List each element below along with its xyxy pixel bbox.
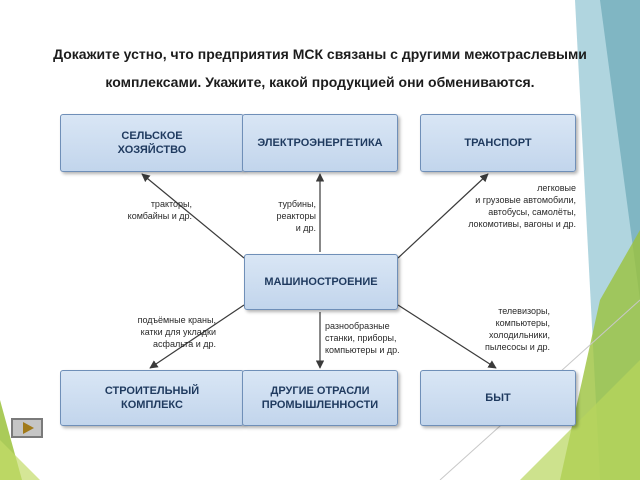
node-construction: СТРОИТЕЛЬНЫЙ КОМПЛЕКС (60, 370, 244, 426)
arrow-to-construction (149, 304, 245, 369)
arrow-to-home (397, 304, 497, 369)
play-button[interactable] (11, 418, 43, 438)
label-industry-products: разнообразные станки, приборы, компьютер… (325, 321, 400, 355)
title-line-2: комплексами. Укажите, какой продукцией о… (105, 74, 535, 90)
arrow-to-transport (397, 173, 489, 259)
label-household-products: телевизоры, компьютеры, холодильники, пы… (485, 306, 550, 352)
node-household: БЫТ (420, 370, 576, 426)
label-construction-products: подъёмные краны, катки для укладки асфал… (137, 315, 216, 349)
title-line-1: Докажите устно, что предприятия МСК связ… (53, 46, 587, 62)
label-energy-products: турбины, реакторы и др. (276, 199, 316, 233)
node-electric-power: ЭЛЕКТРОЭНЕРГЕТИКА (242, 114, 398, 172)
play-icon (23, 422, 34, 434)
label-transport-products: легковые и грузовые автомобили, автобусы… (468, 183, 576, 229)
node-other-industries: ДРУГИЕ ОТРАСЛИ ПРОМЫШЛЕННОСТИ (242, 370, 398, 426)
page-title: Докажите устно, что предприятия МСК связ… (20, 40, 620, 96)
arrow-to-agri (141, 173, 245, 259)
label-agri-products: тракторы, комбайны и др. (127, 199, 192, 221)
node-agriculture: СЕЛЬСКОЕ ХОЗЯЙСТВО (60, 114, 244, 172)
node-transport: ТРАНСПОРТ (420, 114, 576, 172)
node-machine-building: МАШИНОСТРОЕНИЕ (244, 254, 398, 310)
